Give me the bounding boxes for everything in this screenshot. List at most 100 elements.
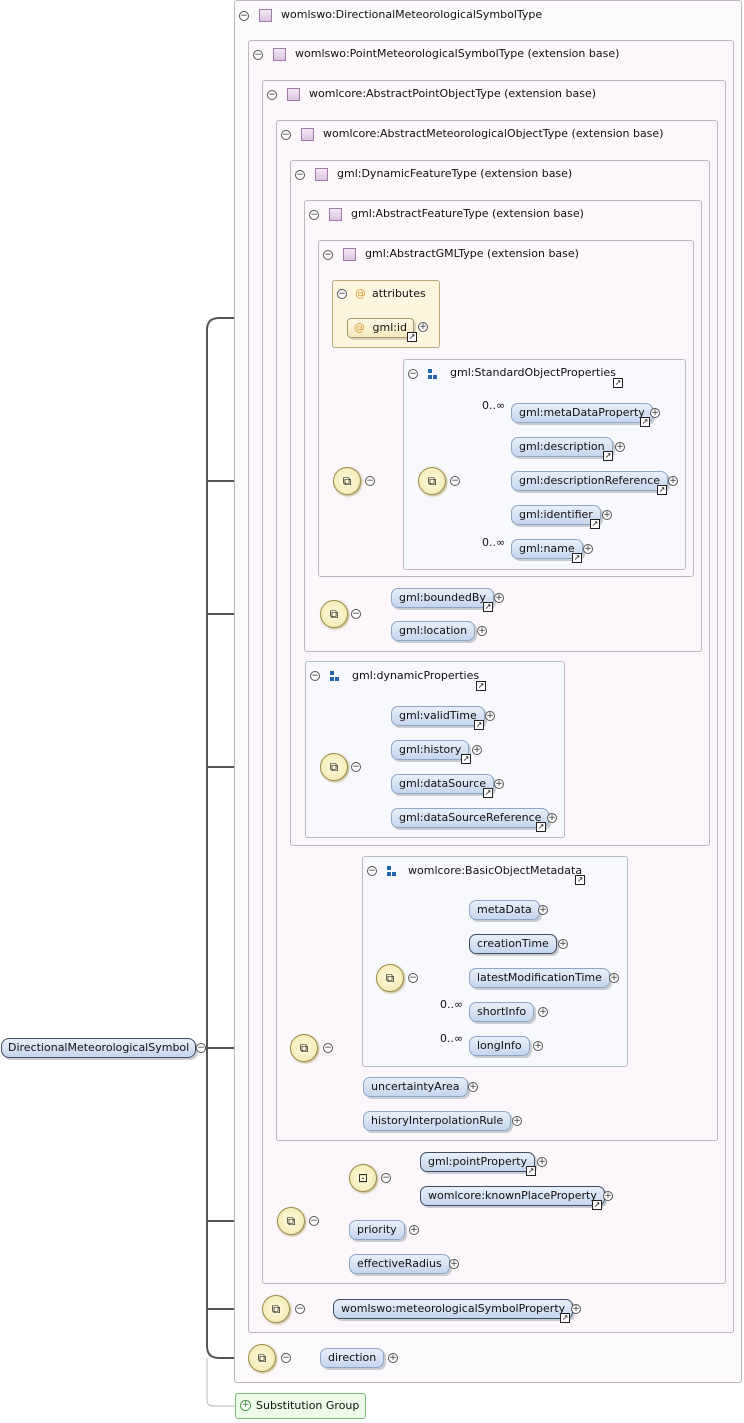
element-gml-identifier[interactable]: gml:identifier [511, 505, 601, 525]
element-gml-descriptionreference[interactable]: gml:descriptionReference [511, 471, 669, 491]
collapse-toggle[interactable]: − [310, 671, 320, 681]
sequence-compositor[interactable]: ⧉ [320, 753, 348, 781]
sequence-compositor[interactable]: ⧉ [320, 600, 348, 628]
expand-icon[interactable]: + [547, 813, 557, 823]
element-womlswo-meteorologicalsymbolproperty[interactable]: womlswo:meteorologicalSymbolProperty [333, 1299, 574, 1319]
element-longinfo[interactable]: longInfo [469, 1036, 530, 1056]
expand-icon[interactable]: + [650, 408, 660, 418]
collapse-toggle[interactable]: − [281, 1353, 291, 1363]
collapse-toggle[interactable]: − [196, 1043, 206, 1053]
expand-icon[interactable]: + [538, 1007, 548, 1017]
expand-icon[interactable]: + [449, 1259, 459, 1269]
element-gml-boundedby[interactable]: gml:boundedBy [391, 588, 494, 608]
group-title: womlcore:BasicObjectMetadata [408, 864, 583, 877]
collapse-toggle[interactable]: − [408, 369, 418, 379]
collapse-toggle[interactable]: − [309, 1216, 319, 1226]
expand-icon[interactable]: + [388, 1353, 398, 1363]
complex-type-icon [273, 48, 286, 61]
reference-icon: ↗ [657, 485, 667, 495]
expand-icon[interactable]: + [615, 442, 625, 452]
collapse-toggle[interactable]: − [309, 210, 319, 220]
element-historyinterpolationrule[interactable]: historyInterpolationRule [363, 1111, 512, 1131]
root-element[interactable]: DirectionalMeteorologicalSymbol [1, 1038, 197, 1058]
expand-icon[interactable]: + [485, 711, 495, 721]
expand-icon[interactable]: + [512, 1116, 522, 1126]
expand-icon[interactable]: + [538, 905, 548, 915]
element-effectiveradius[interactable]: effectiveRadius [349, 1254, 450, 1274]
cardinality-label: 0..∞ [440, 1032, 464, 1045]
complex-type-icon [259, 9, 272, 22]
sequence-compositor[interactable]: ⧉ [262, 1295, 290, 1323]
element-gml-datasource[interactable]: gml:dataSource [391, 774, 495, 794]
element-priority[interactable]: priority [349, 1220, 405, 1240]
expand-icon[interactable]: + [494, 779, 504, 789]
expand-icon[interactable]: + [602, 510, 612, 520]
reference-icon: ↗ [572, 553, 582, 563]
expand-icon[interactable]: + [418, 322, 428, 332]
reference-icon: ↗ [560, 1313, 570, 1323]
element-gml-description[interactable]: gml:description [511, 437, 613, 457]
element-womlcore-knownplaceproperty[interactable]: womlcore:knownPlaceProperty [420, 1186, 605, 1206]
expand-icon[interactable]: + [533, 1041, 543, 1051]
type-title: womlswo:DirectionalMeteorologicalSymbolT… [281, 8, 543, 21]
expand-icon[interactable]: + [609, 973, 619, 983]
element-metadata[interactable]: metaData [469, 900, 540, 920]
expand-icon[interactable]: + [571, 1304, 581, 1314]
element-latestmodificationtime[interactable]: latestModificationTime [469, 968, 610, 988]
expand-icon[interactable]: + [472, 745, 482, 755]
element-gml-validtime[interactable]: gml:validTime [391, 706, 485, 726]
expand-icon[interactable]: + [583, 544, 593, 554]
expand-icon[interactable]: + [409, 1225, 419, 1235]
sequence-compositor[interactable]: ⧉ [333, 467, 361, 495]
element-uncertaintyarea[interactable]: uncertaintyArea [363, 1077, 468, 1097]
collapse-toggle[interactable]: − [295, 170, 305, 180]
expand-icon[interactable]: + [537, 1157, 547, 1167]
sequence-compositor[interactable]: ⧉ [290, 1034, 318, 1062]
collapse-toggle[interactable]: − [267, 90, 277, 100]
element-gml-pointproperty[interactable]: gml:pointProperty [420, 1152, 536, 1172]
collapse-toggle[interactable]: − [281, 130, 291, 140]
substitution-group[interactable]: + Substitution Group [235, 1393, 367, 1419]
expand-icon[interactable]: + [494, 593, 504, 603]
collapse-toggle[interactable]: − [337, 289, 347, 299]
collapse-toggle[interactable]: − [295, 1304, 305, 1314]
element-creationtime[interactable]: creationTime [469, 934, 557, 954]
collapse-toggle[interactable]: − [351, 762, 361, 772]
collapse-toggle[interactable]: − [323, 1043, 333, 1053]
element-gml-metadataproperty[interactable]: gml:metaDataProperty [511, 403, 653, 423]
collapse-toggle[interactable]: − [365, 476, 375, 486]
type-title: gml:AbstractGMLType (extension base) [365, 247, 579, 260]
collapse-toggle[interactable]: − [351, 609, 361, 619]
group-title: gml:StandardObjectProperties [450, 366, 616, 379]
attribute-gml-id[interactable]: @ gml:id [347, 318, 414, 338]
collapse-toggle[interactable]: − [367, 866, 377, 876]
group-icon [387, 866, 396, 876]
reference-icon: ↗ [640, 417, 650, 427]
element-gml-name[interactable]: gml:name [511, 539, 583, 559]
expand-icon[interactable]: + [558, 939, 568, 949]
sequence-compositor[interactable]: ⧉ [248, 1344, 276, 1372]
sequence-compositor[interactable]: ⧉ [418, 467, 446, 495]
element-gml-datasourcereference[interactable]: gml:dataSourceReference [391, 808, 550, 828]
choice-compositor[interactable]: ⊡ [349, 1164, 377, 1192]
collapse-toggle[interactable]: − [239, 11, 249, 21]
collapse-toggle[interactable]: − [253, 50, 263, 60]
element-gml-history[interactable]: gml:history [391, 740, 470, 760]
collapse-toggle[interactable]: − [381, 1173, 391, 1183]
expand-icon[interactable]: + [668, 476, 678, 486]
expand-icon[interactable]: + [603, 1191, 613, 1201]
expand-icon[interactable]: + [240, 1400, 251, 1411]
expand-icon[interactable]: + [477, 626, 487, 636]
sequence-compositor[interactable]: ⧉ [376, 964, 404, 992]
cardinality-label: 0..∞ [482, 536, 506, 549]
complex-type-icon [315, 168, 328, 181]
element-gml-location[interactable]: gml:location [391, 621, 476, 641]
element-shortinfo[interactable]: shortInfo [469, 1002, 535, 1022]
collapse-toggle[interactable]: − [450, 476, 460, 486]
attribute-at-icon: @ [354, 321, 365, 334]
expand-icon[interactable]: + [468, 1082, 478, 1092]
collapse-toggle[interactable]: − [323, 250, 333, 260]
sequence-compositor[interactable]: ⧉ [277, 1207, 305, 1235]
element-direction[interactable]: direction [320, 1348, 385, 1368]
collapse-toggle[interactable]: − [408, 973, 418, 983]
